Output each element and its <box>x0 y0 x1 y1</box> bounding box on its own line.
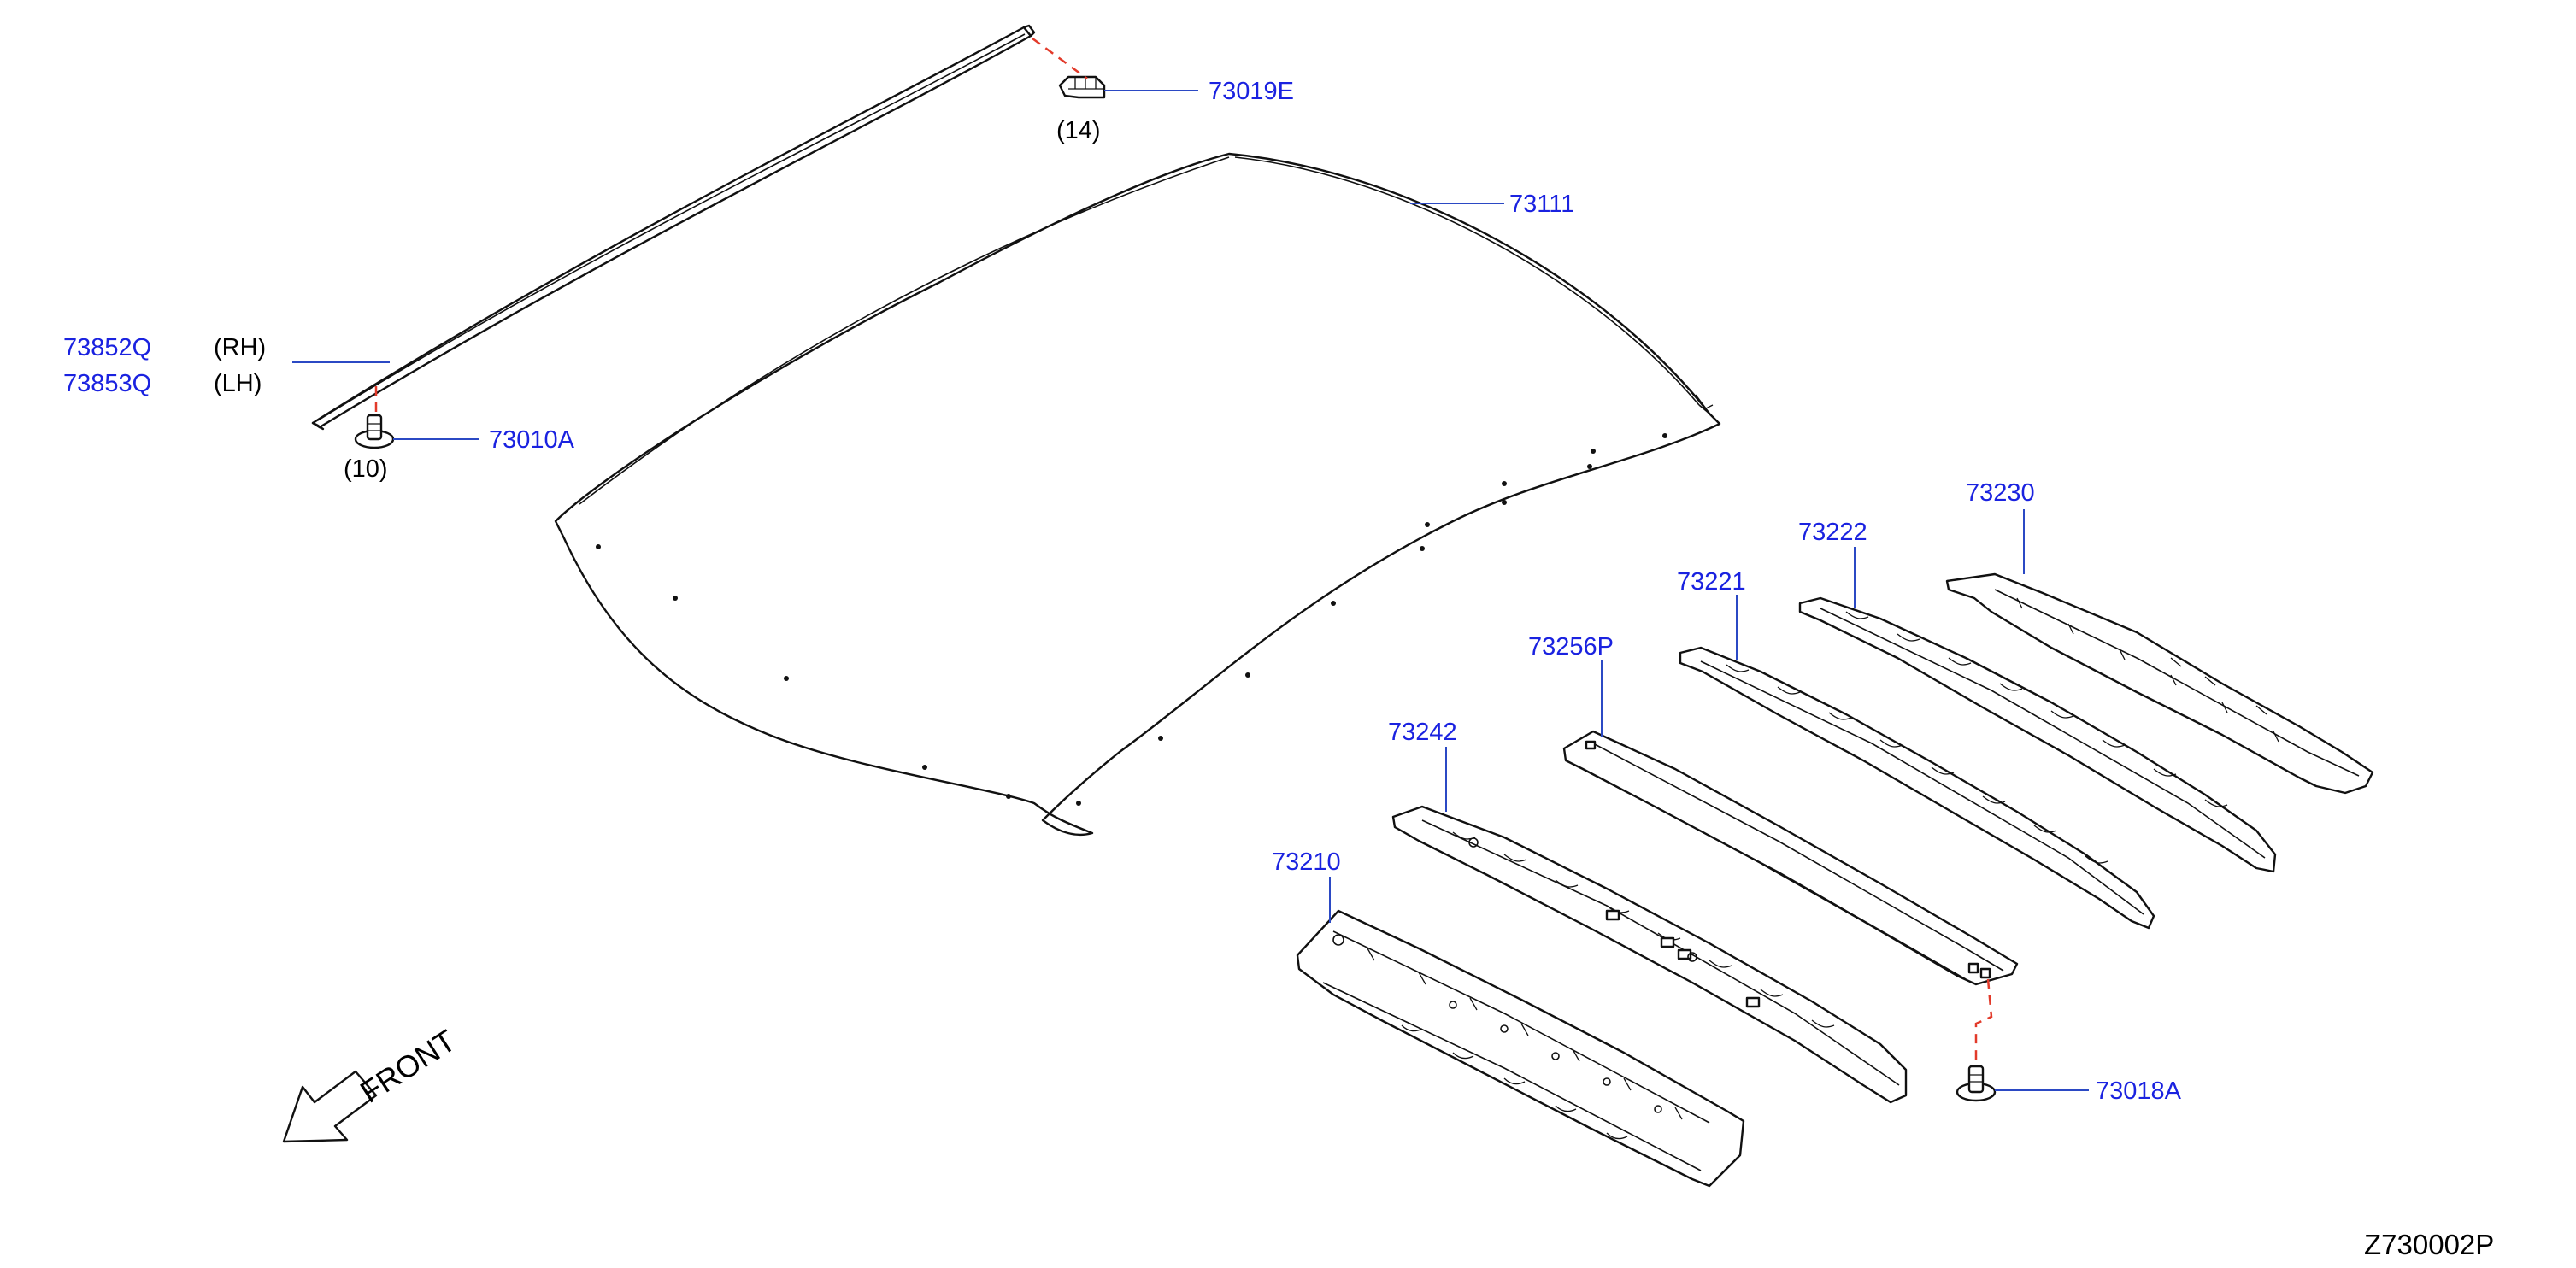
roof-bow-73210[interactable] <box>1296 909 1745 1188</box>
clip-dashed-line <box>1032 37 1088 80</box>
qty-label-73019e: (14) <box>1056 117 1101 144</box>
front-label: FRONT <box>354 1023 462 1110</box>
part-label-73111[interactable]: 73111 <box>1509 191 1574 218</box>
part-label-73256p[interactable]: 73256P <box>1528 633 1614 660</box>
molding-clip-73019e[interactable] <box>1058 75 1106 99</box>
part-label-73853q[interactable]: 73853Q <box>63 370 151 397</box>
part-label-73222[interactable]: 73222 <box>1798 519 1867 546</box>
side-label-rh: (RH) <box>214 334 266 361</box>
roof-molding[interactable] <box>311 24 1036 431</box>
roof-panel[interactable] <box>554 152 1721 837</box>
roof-bow-73230[interactable] <box>1945 572 2374 795</box>
part-label-73242[interactable]: 73242 <box>1388 719 1457 746</box>
part-label-73010a[interactable]: 73010A <box>489 426 575 454</box>
part-label-73018a[interactable]: 73018A <box>2096 1077 2182 1105</box>
drawing-code: Z730002P <box>2364 1229 2494 1260</box>
side-label-lh: (LH) <box>214 370 262 397</box>
part-label-73230[interactable]: 73230 <box>1966 479 2035 507</box>
part-label-73852q[interactable]: 73852Q <box>63 334 151 361</box>
bolt-73018a[interactable] <box>1956 1065 1997 1102</box>
roof-bow-73256p[interactable] <box>1562 730 2019 986</box>
part-label-73221[interactable]: 73221 <box>1677 568 1746 596</box>
molding-clip-73010a[interactable] <box>354 414 395 449</box>
roof-bow-73221[interactable] <box>1679 646 2155 930</box>
roof-bow-73222[interactable] <box>1798 596 2277 873</box>
part-label-73210[interactable]: 73210 <box>1272 848 1341 876</box>
bolt-dashed-line <box>1974 978 1993 1060</box>
qty-label-73010a: (10) <box>344 455 388 483</box>
part-label-73019e[interactable]: 73019E <box>1209 78 1294 105</box>
roof-bow-73242[interactable] <box>1391 805 1908 1104</box>
front-arrow-icon <box>282 1070 378 1143</box>
